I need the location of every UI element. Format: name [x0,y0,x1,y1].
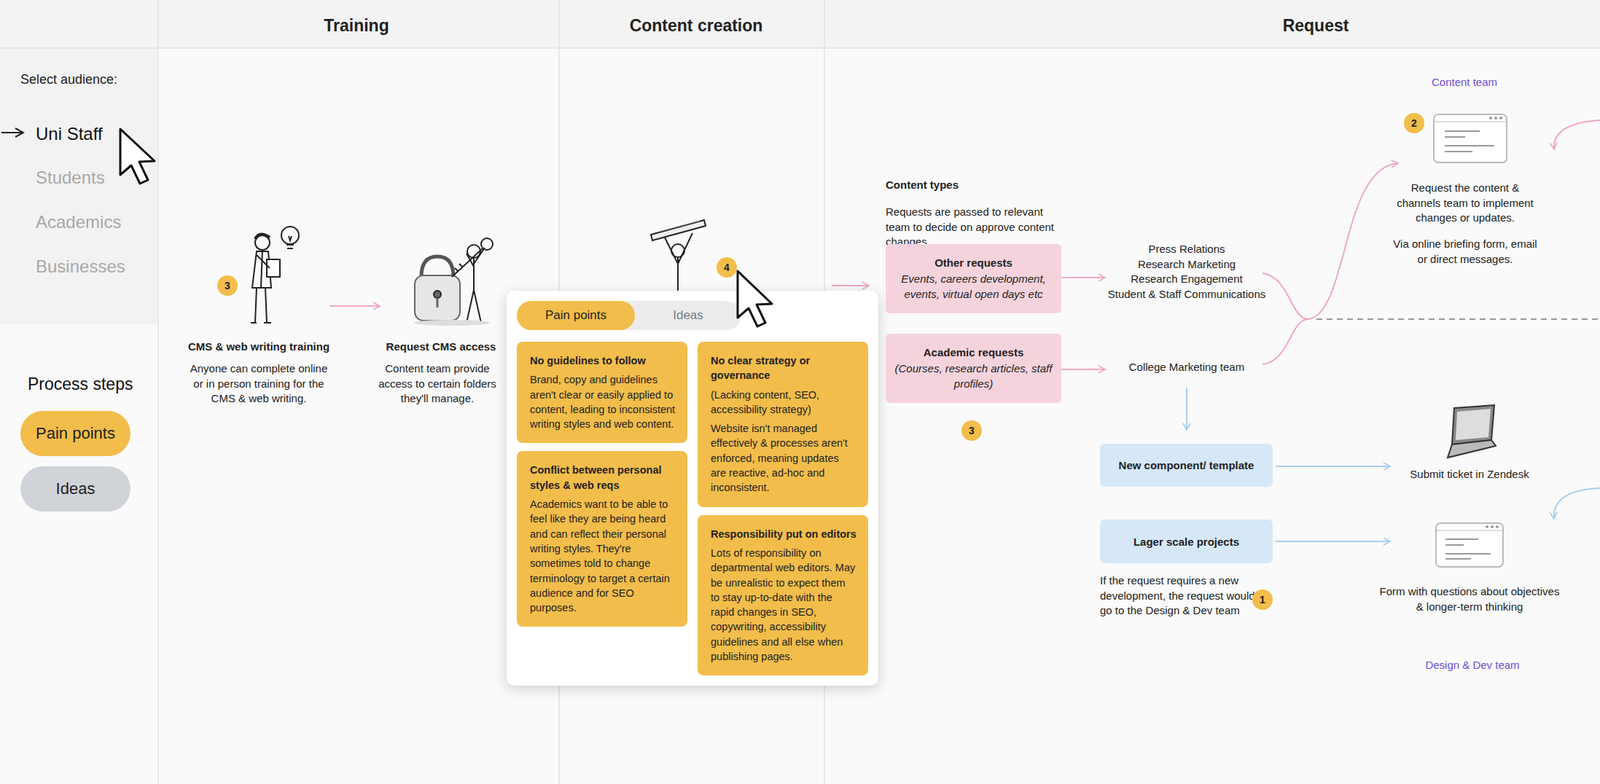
node-text: No clear strategy or governance [710,353,857,384]
swimlane-divider [1316,318,1600,320]
filter-pill: Ideas [20,466,131,512]
node-text: Website isn't managed effectively & proc… [710,421,857,495]
header-band [0,0,1600,49]
step-description: Request the content & channels team to i… [1390,180,1541,226]
form-icon [1435,523,1504,568]
column-header: Content creation [586,14,806,38]
audience-option: Businesses [35,254,153,279]
team-name: Student & Staff Communications [1095,287,1278,303]
column-header: Request [1220,14,1411,38]
node-text: (Lacking content, SEO, accessibility str… [710,387,857,418]
request-type-box: Other requestsEvents, careers developmen… [885,244,1062,314]
cursor-icon [120,129,155,184]
team-name: College Marketing team [1095,360,1278,376]
form-icon [1433,114,1507,163]
sidebar-label: Select audience: [20,70,156,89]
node-text: No guidelines to follow [529,353,646,369]
tab-button: Pain points [516,301,635,331]
pain-point-card: No clear strategy or governance(Lacking … [697,341,869,508]
node-text: Pain points [545,308,607,323]
node-text: Ideas [56,479,96,499]
step-description: Content team provide access to certain f… [373,361,502,407]
callout-number: 3 [961,420,982,442]
node-text: Academics want to be able to feel like t… [529,497,676,616]
node-text: Conflict between personal styles & web r… [529,462,676,493]
team-heading: Design & Dev team [1392,658,1553,674]
flow-arrow [329,305,380,307]
step-description: Via online briefing form, email or direc… [1390,236,1541,267]
team-heading: Content team [1391,75,1538,91]
node-text: Lots of responsibility on departmental w… [710,545,857,665]
audience-option: Academics [35,209,146,234]
column-header: Training [261,14,452,38]
node-text: Academic requests [923,345,1025,361]
team-name: Press Relations [1095,242,1278,258]
request-connectors [1061,120,1600,370]
step-description: Anyone can complete online or in person … [188,361,331,407]
node-text: New component/ template [1118,459,1255,472]
step-description: Submit ticket in Zendesk [1389,467,1550,483]
step-description: Form with questions about objectives & l… [1376,584,1563,615]
node-text: (Courses, research articles, staff profi… [892,361,1055,392]
node-text: Brand, copy and guidelines aren't clear … [529,372,676,432]
step-heading: Request CMS access [379,339,503,355]
filter-pill: Pain points [20,411,131,457]
popup-panel: Pain points Ideas No guidelines to followB… [506,290,879,686]
audience-option: Students [35,165,146,190]
project-box: Lager scale projects [1099,519,1273,564]
section-heading: Content types [885,177,1061,194]
section-note: Requests are passed to relevant team to … [885,204,1068,251]
training-illustration [250,226,299,323]
callout-number: 4 [716,257,737,278]
project-box: New component/ template [1099,443,1273,487]
sidebar-heading: Process steps [27,373,156,397]
node-text: Responsibility put on editors [710,527,857,542]
node-text: Ideas [672,308,704,323]
creation-illustration [650,220,706,291]
step-heading: CMS & web writing training [171,339,347,355]
laptop-icon [1447,405,1496,458]
callout-number: 2 [1403,112,1425,134]
note-text: If the request requires a new developmen… [1099,573,1257,619]
flow-arrow [831,285,869,287]
tab-button: Ideas [634,301,742,331]
callout-number: 1 [1252,589,1273,611]
node-text: Events, careers development, events, vir… [892,271,1055,302]
audience-option: Uni Staff [35,121,116,146]
node-text: Other requests [934,255,1013,271]
cursor-icon [737,271,772,327]
pain-point-card: Responsibility put on editorsLots of res… [697,515,869,677]
sidebar-panel [0,48,159,325]
selection-arrow [1,131,24,134]
callout-number: 3 [217,275,238,296]
team-name: Research Engagement [1095,271,1278,288]
node-text: Lager scale projects [1133,535,1240,549]
access-illustration [414,238,493,326]
node-text: Pain points [35,424,116,444]
team-name: Research Marketing [1095,257,1278,273]
request-type-box: Academic requests(Courses, research arti… [885,333,1062,404]
pain-point-card: No guidelines to followBrand, copy and g… [516,341,688,444]
pain-point-card: Conflict between personal styles & web r… [516,451,688,627]
